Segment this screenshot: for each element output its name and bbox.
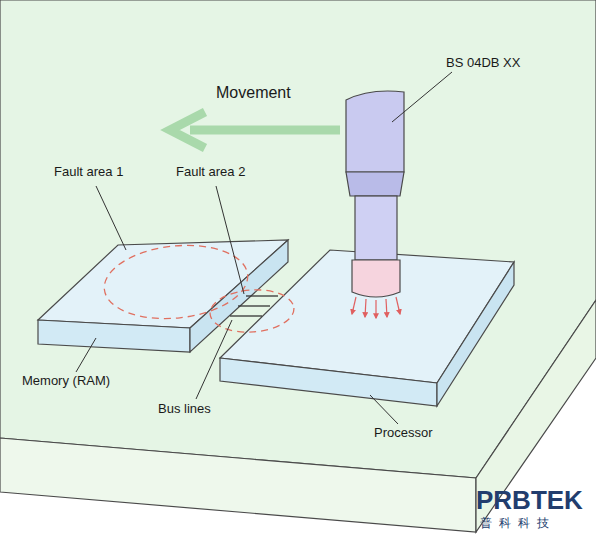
fault-area-label: Fault area 1 (54, 165, 123, 180)
near-field-probe (346, 91, 404, 297)
arrow-shaft (190, 126, 340, 135)
leader-line (96, 186, 126, 250)
field-arrow (396, 297, 400, 314)
fault-area-outline (101, 239, 252, 326)
part-label: Memory (RAM) (22, 374, 110, 389)
processor-chip (220, 250, 514, 406)
part-label: Processor (374, 426, 433, 441)
arrow-head (170, 112, 205, 148)
memory-front (38, 320, 190, 352)
field-arrow (352, 297, 356, 314)
part-label: Bus lines (158, 402, 211, 417)
leader-line (196, 320, 232, 399)
probe-handle (346, 91, 404, 172)
bus-lines (230, 296, 278, 316)
probe-label: BS 04DB XX (446, 56, 520, 71)
field-arrow (365, 299, 366, 317)
field-arrow (375, 300, 376, 318)
fault-area-label: Fault area 2 (176, 165, 245, 180)
fault-area-outline (209, 287, 296, 335)
leader-line (216, 186, 244, 294)
leader-lines (76, 72, 452, 424)
field-arrows (352, 297, 400, 318)
bus-line (246, 295, 278, 296)
bus-line (230, 315, 262, 316)
field-arrow (386, 299, 387, 317)
leader-line (370, 395, 398, 424)
processor-side (437, 262, 514, 406)
leader-line (76, 338, 96, 372)
board-side (476, 300, 596, 532)
processor-front (220, 358, 437, 406)
probe-collar (346, 172, 404, 196)
watermark-logo: PRBTEK (476, 486, 583, 516)
board-front (0, 438, 476, 532)
watermark-text: 普科科技 (480, 517, 556, 531)
movement-label: Movement (216, 84, 291, 102)
bus-line (238, 305, 270, 306)
probe-tip (352, 260, 400, 297)
board-top (0, 0, 596, 478)
movement-arrow (170, 112, 340, 148)
leader-line (392, 72, 452, 122)
probe-shaft (355, 196, 397, 260)
fault-areas (101, 239, 296, 335)
